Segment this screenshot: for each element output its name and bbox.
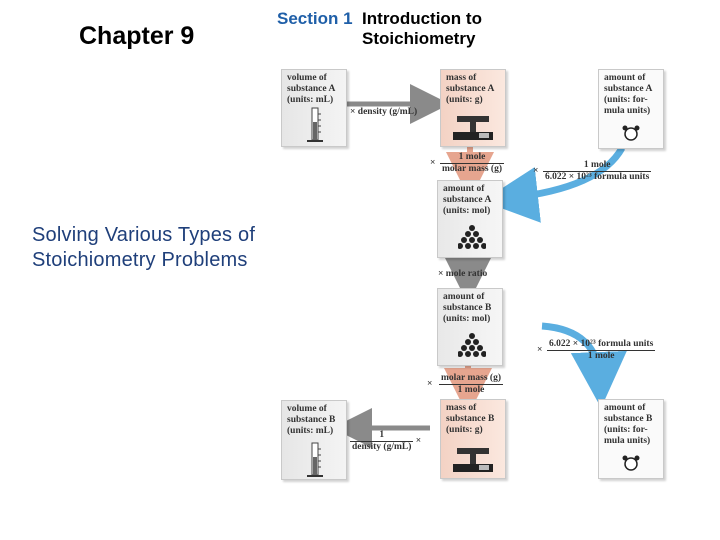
mole-pile-icon xyxy=(458,333,486,357)
factor-molar-mass-b: × molar mass (g) 1 mole xyxy=(427,373,503,396)
arrow-moles-to-particles-b xyxy=(541,322,627,408)
card-particles-a-label: amount of substance A (units: for- mula … xyxy=(604,73,653,116)
factor-avogadro-a: × 1 mole 6.022 × 10²³ formula units xyxy=(533,160,652,183)
card-volume-a-label: volume of substance A (units: mL) xyxy=(287,73,336,105)
card-particles-a: amount of substance A (units: for- mula … xyxy=(598,69,664,149)
factor-avogadro-b: × 6.022 × 10²³ formula units 1 mole xyxy=(537,339,656,362)
factor-density-b: 1 density (g/mL) × xyxy=(350,430,421,453)
card-mass-b: mass of substance B (units: g) xyxy=(440,399,506,479)
graduated-cylinder-icon xyxy=(307,107,323,142)
card-moles-b: amount of substance B (units: mol) xyxy=(437,288,503,366)
molar-mass-a-denominator: molar mass (g) xyxy=(440,163,504,174)
times-sign: × xyxy=(415,436,422,446)
density-b-denominator: density (g/mL) xyxy=(350,441,414,452)
times-sign: × xyxy=(350,107,356,117)
avogadro-b-denominator: 1 mole xyxy=(547,350,656,362)
times-sign: × xyxy=(537,345,543,355)
molar-mass-a-numerator: 1 mole xyxy=(458,152,486,162)
factor-molar-mass-a: × 1 mole molar mass (g) xyxy=(430,152,504,175)
balance-scale-icon xyxy=(453,116,493,140)
chapter-title: Chapter 9 xyxy=(79,22,195,50)
card-moles-b-label: amount of substance B (units: mol) xyxy=(443,292,492,324)
card-volume-b-label: volume of substance B (units: mL) xyxy=(287,404,336,436)
card-particles-b: amount of substance B (units: for- mula … xyxy=(598,399,664,479)
card-particles-b-label: amount of substance B (units: for- mula … xyxy=(604,403,653,446)
molar-mass-b-denominator: 1 mole xyxy=(439,384,503,396)
avogadro-a-denominator: 6.022 × 10²³ formula units xyxy=(543,171,652,182)
balance-scale-icon xyxy=(453,448,493,472)
section-heading: Section 1 Introduction to Stoichiometry xyxy=(277,9,592,49)
avogadro-a-numerator: 1 mole xyxy=(583,160,611,170)
card-mass-a: mass of substance A (units: g) xyxy=(440,69,506,147)
density-unit: (g/mL) xyxy=(389,107,418,117)
factor-mole-ratio: × mole ratio xyxy=(438,269,487,280)
mole-ratio-label: mole ratio xyxy=(445,269,488,279)
section-number: Section 1 xyxy=(277,9,353,28)
slide-subtitle: Solving Various Types of Stoichiometry P… xyxy=(32,224,256,271)
graduated-cylinder-icon xyxy=(307,442,323,477)
density-label: density xyxy=(357,107,387,117)
card-volume-a: volume of substance A (units: mL) xyxy=(281,69,347,147)
arrow-particles-to-moles-a xyxy=(482,146,626,223)
molecule-icon xyxy=(622,455,640,471)
times-sign: × xyxy=(533,166,539,176)
card-moles-a: amount of substance A (units: mol) xyxy=(437,180,503,258)
molar-mass-b-numerator: molar mass (g) xyxy=(441,373,501,383)
card-moles-a-label: amount of substance A (units: mol) xyxy=(443,184,492,216)
times-sign: × xyxy=(430,158,436,168)
factor-density-a: × density (g/mL) xyxy=(350,107,417,118)
card-volume-b: volume of substance B (units: mL) xyxy=(281,400,347,480)
molecule-icon xyxy=(622,125,640,141)
card-mass-b-label: mass of substance B (units: g) xyxy=(446,403,495,435)
card-mass-a-label: mass of substance A (units: g) xyxy=(446,73,495,105)
times-sign: × xyxy=(427,379,433,389)
density-b-numerator: 1 xyxy=(379,430,385,440)
avogadro-b-numerator: 6.022 × 10²³ formula units xyxy=(549,339,654,349)
mole-pile-icon xyxy=(458,225,486,249)
times-sign: × xyxy=(438,269,444,279)
section-title: Introduction to Stoichiometry xyxy=(362,9,482,48)
